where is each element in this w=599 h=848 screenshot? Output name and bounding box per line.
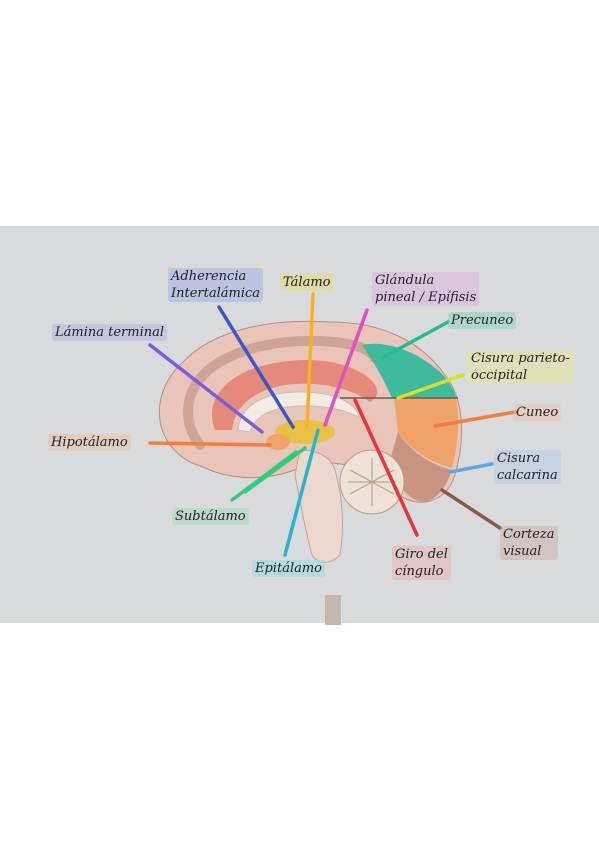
pointer-epitalamo — [283, 428, 320, 557]
model-stand — [325, 595, 341, 625]
pointer-cuneo — [433, 410, 517, 428]
label-talamo: Tálamo — [280, 274, 334, 291]
label-adherencia: Adherencia Intertalámica — [168, 268, 264, 302]
cerebellum-folia — [348, 458, 396, 506]
label-cuneo: Cuneo — [513, 404, 562, 421]
pointer-subtalamo-b — [243, 446, 307, 494]
label-giro: Giro del cíngulo — [392, 546, 451, 580]
cortex-gyri — [183, 335, 380, 450]
thalamus-region — [275, 420, 335, 444]
label-lamina: Lámina terminal — [52, 324, 168, 341]
label-cisura-po: Cisura parieto- occipital — [468, 350, 573, 384]
label-precuneo: Precuneo — [448, 312, 517, 329]
label-corteza: Corteza visual — [500, 526, 558, 560]
cingulate-gyrus — [211, 359, 378, 430]
label-hipotalamo: Hipotálamo — [48, 434, 131, 451]
pointer-glandula — [323, 308, 369, 427]
pointer-cisura-po — [396, 373, 465, 400]
pointer-lamina — [148, 343, 264, 434]
label-epitalamo: Epitálamo — [252, 560, 326, 577]
label-subtalamo: Subtálamo — [172, 508, 249, 525]
pointer-hipotalamo — [148, 441, 272, 447]
cuneus — [394, 398, 459, 468]
pointer-giro — [353, 398, 419, 537]
hypothalamus-region — [266, 434, 290, 450]
label-glandula: Glándula pineal / Epífisis — [372, 272, 480, 306]
visual-cortex — [390, 432, 452, 502]
pointer-precuneo — [380, 320, 450, 360]
pointer-lines — [148, 292, 517, 557]
pointer-corteza — [440, 488, 502, 530]
pointer-talamo — [305, 292, 315, 429]
corpus-callosum — [237, 391, 361, 433]
pointer-adherencia — [217, 305, 295, 429]
label-cisura-calcarina: Cisura calcarina — [494, 450, 561, 484]
pointer-cisura-calcarina — [448, 462, 494, 474]
